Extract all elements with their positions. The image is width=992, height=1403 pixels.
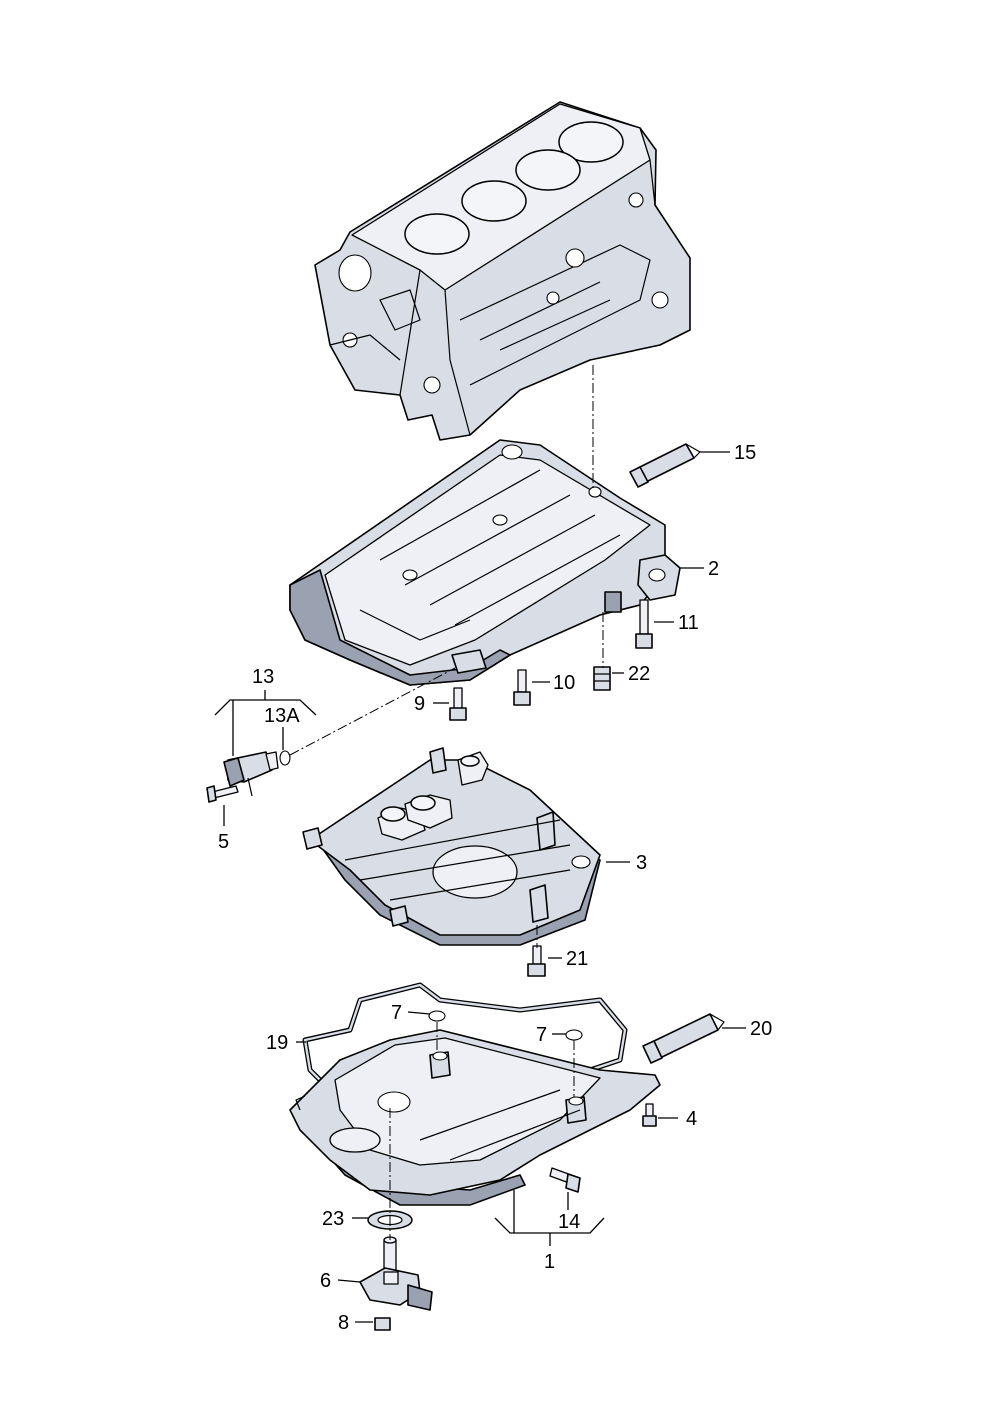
callout-14: 14 — [558, 1211, 580, 1233]
bracket-1 — [494, 1190, 605, 1246]
bolt-10 — [513, 669, 531, 706]
callout-13: 13 — [252, 666, 274, 688]
callout-11: 11 — [678, 612, 699, 634]
o-ring-7-right — [565, 1029, 583, 1041]
bolt-9 — [449, 687, 467, 721]
callout-2: 2 — [708, 558, 719, 580]
callout-13A: 13A — [264, 705, 300, 727]
bracket-13 — [214, 690, 317, 756]
callout-4: 4 — [686, 1108, 697, 1130]
bolt-21 — [527, 945, 546, 977]
o-ring-13A — [279, 750, 291, 766]
leader-6 — [337, 1279, 361, 1283]
callout-3: 3 — [636, 852, 647, 874]
callout-22: 22 — [628, 663, 650, 685]
plug-22 — [593, 666, 611, 691]
callout-10: 10 — [553, 672, 575, 694]
callout-7-left: 7 — [391, 1002, 402, 1024]
engine-block — [314, 101, 691, 441]
bolt-11 — [635, 599, 653, 649]
leader-7a — [407, 1011, 431, 1015]
callout-23: 23 — [322, 1208, 344, 1230]
nut-8 — [374, 1317, 391, 1331]
callout-7-right: 7 — [536, 1024, 547, 1046]
o-ring-7-left — [428, 1010, 446, 1022]
callout-5: 5 — [218, 831, 229, 853]
callout-1: 1 — [544, 1251, 555, 1273]
solenoid-valve-13 — [223, 751, 279, 797]
baffle-plate — [302, 747, 601, 946]
callout-15: 15 — [734, 442, 756, 464]
drain-plug-14 — [549, 1167, 581, 1193]
callout-20: 20 — [750, 1018, 772, 1040]
upper-oil-pan — [289, 439, 681, 686]
bolt-4 — [642, 1103, 657, 1127]
callout-19: 19 — [266, 1032, 288, 1054]
axis-valve-to-pan — [289, 667, 456, 756]
sealant-tube-20 — [642, 1013, 725, 1064]
sealant-tube-15 — [629, 443, 701, 488]
callout-21: 21 — [566, 948, 588, 970]
lower-oil-pan — [289, 1029, 661, 1206]
callout-6: 6 — [320, 1270, 331, 1292]
bolt-5 — [206, 785, 239, 803]
callout-9: 9 — [414, 693, 425, 715]
oil-level-sender-6 — [359, 1236, 433, 1311]
callout-8: 8 — [338, 1312, 349, 1334]
